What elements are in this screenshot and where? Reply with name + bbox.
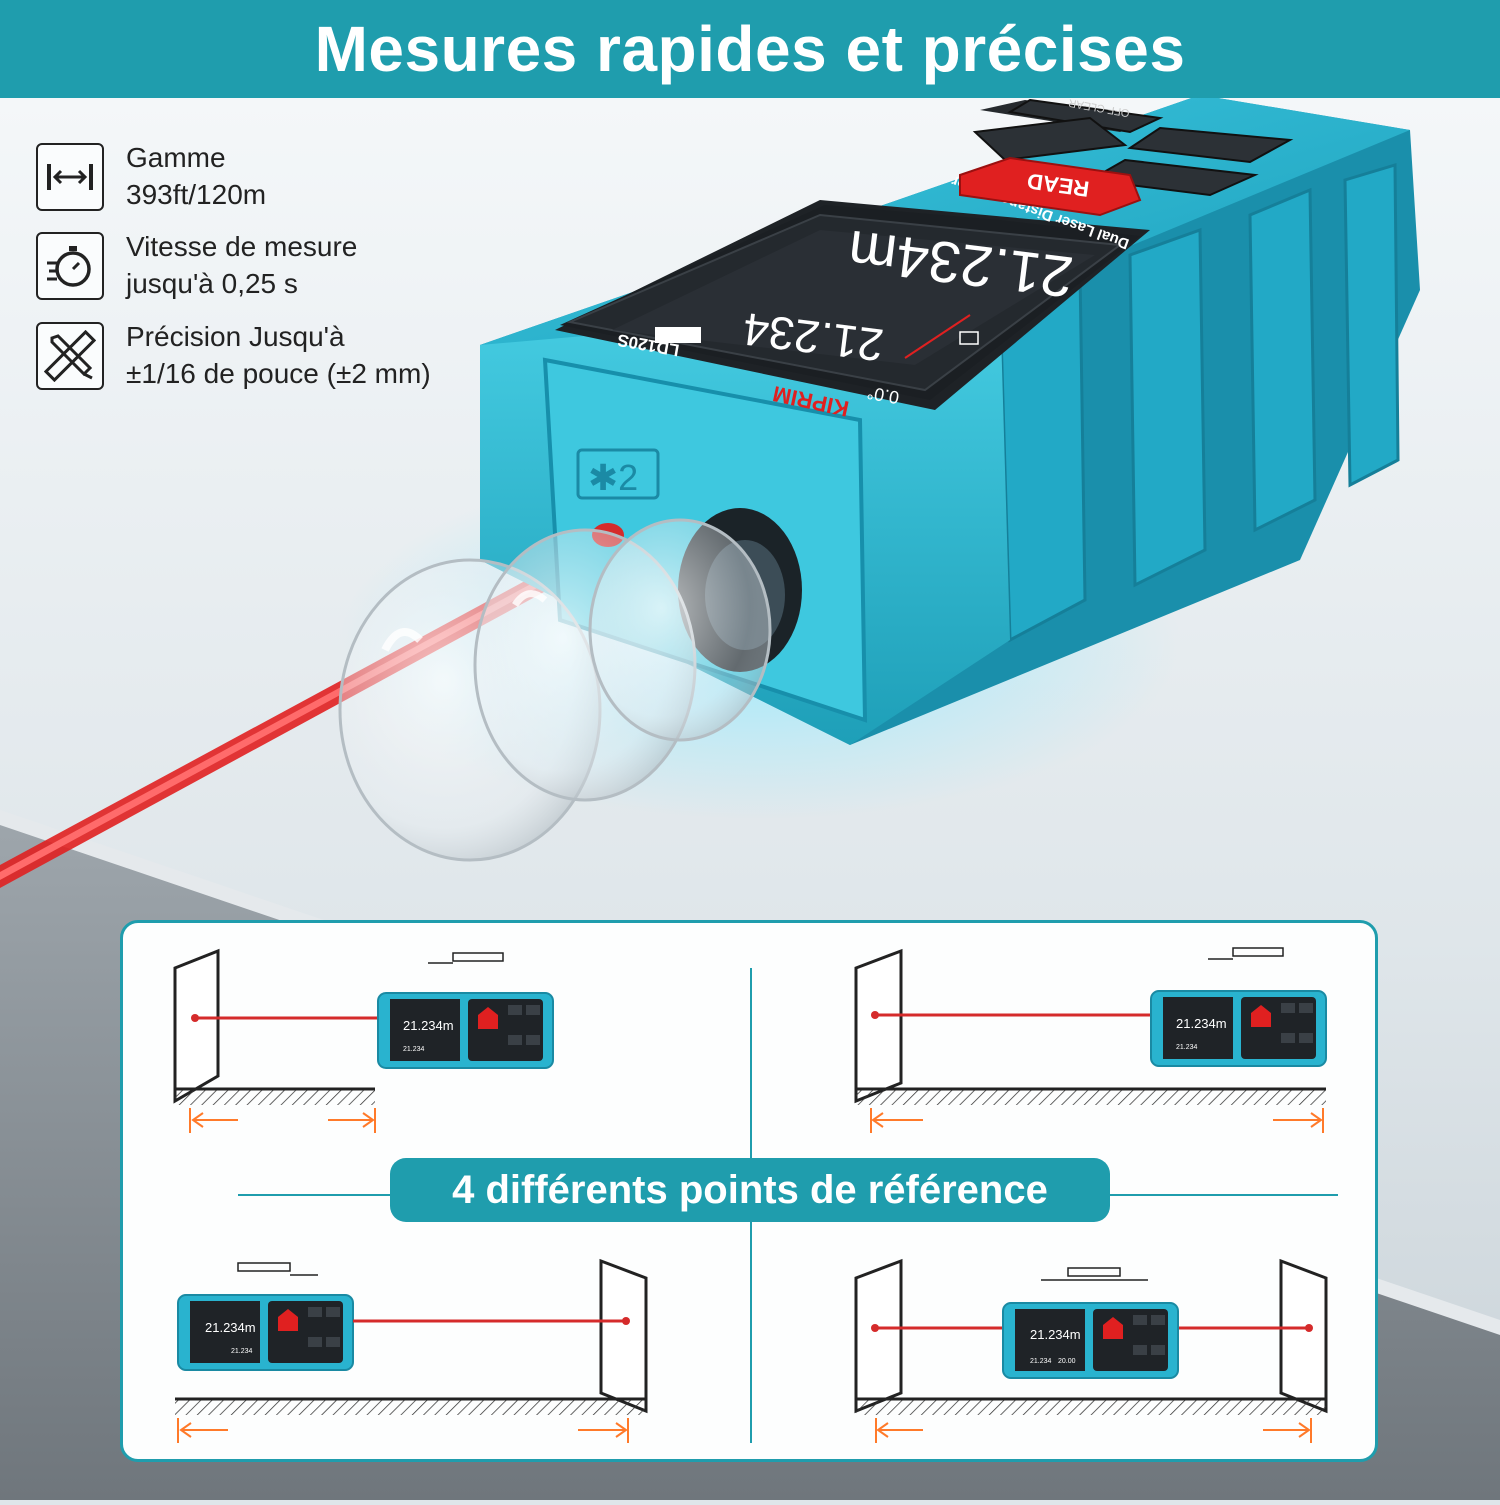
read-button[interactable] [959, 156, 1142, 217]
mini-secondary-2: 21.234 [1176, 1044, 1198, 1051]
diagram-rear-reference [173, 948, 554, 1133]
feature-speed-value: jusqu'à 0,25 s [126, 268, 298, 299]
feature-precision-title: Précision Jusqu'à [126, 321, 345, 352]
feature-precision-value: ±1/16 de pouce (±2 mm) [126, 358, 431, 389]
diagram-center-reference [854, 1258, 1328, 1443]
keypad: READ OFF CLEAR [959, 96, 1294, 217]
reference-label-pill: 4 différents points de référence [390, 1158, 1110, 1222]
range-arrows-icon [36, 143, 104, 211]
feature-range-value: 393ft/120m [126, 179, 267, 210]
mini-secondary-alt: 20.00 [1058, 1358, 1076, 1365]
feature-range: Gamme 393ft/120m [36, 142, 267, 213]
diagram-tripod-reference [175, 1258, 648, 1443]
mini-secondary-3: 21.234 [231, 1348, 253, 1355]
reference-diagrams: 21.234m 21.234 21.234m 21.234 21 [173, 947, 1338, 1443]
mini-reading-4: 21.234m [1030, 1327, 1081, 1342]
feature-speed-title: Vitesse de mesure [126, 231, 358, 262]
feature-range-title: Gamme [126, 142, 226, 173]
mini-reading-3: 21.234m [205, 1320, 256, 1335]
diagram-front-reference [854, 947, 1327, 1133]
feature-speed: Vitesse de mesure jusqu'à 0,25 s [36, 231, 357, 302]
feature-precision: Précision Jusqu'à ±1/16 de pouce (±2 mm) [36, 321, 431, 392]
title-banner: Mesures rapides et précises [0, 0, 1500, 98]
mini-reading-1: 21.234m [403, 1018, 454, 1033]
page-title: Mesures rapides et précises [314, 13, 1186, 85]
laser-class-mark: ✱2 [588, 457, 638, 498]
mini-secondary-1: 21.234 [403, 1046, 425, 1053]
lens-elements [338, 518, 772, 862]
mini-reading-2: 21.234m [1176, 1016, 1227, 1031]
ruler-pencil-icon [36, 322, 104, 390]
stopwatch-icon [36, 232, 104, 300]
mini-secondary-4: 21.234 [1030, 1358, 1052, 1365]
reference-label: 4 différents points de référence [452, 1167, 1048, 1212]
